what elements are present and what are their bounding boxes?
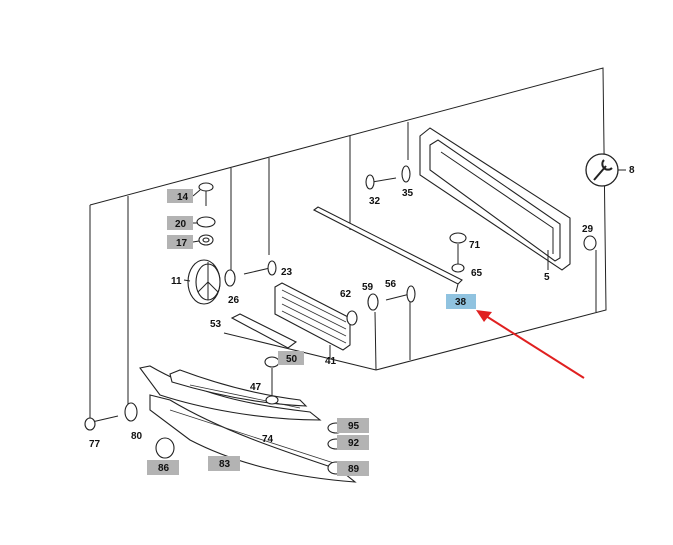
svg-text:92: 92	[348, 438, 360, 449]
callout-92[interactable]: 92	[337, 435, 369, 450]
callout-89[interactable]: 89	[337, 461, 369, 476]
callout-47[interactable]: 47	[250, 382, 262, 393]
callout-8[interactable]: 8	[629, 165, 635, 176]
callout-80[interactable]: 80	[131, 431, 143, 442]
trim-strip[interactable]	[230, 313, 298, 349]
callout-11[interactable]: 11	[171, 276, 182, 287]
svg-text:38: 38	[455, 297, 467, 308]
svg-text:83: 83	[219, 459, 231, 470]
callout-23[interactable]: 23	[281, 267, 293, 278]
callout-71[interactable]: 71	[469, 240, 481, 251]
callout-86[interactable]: 86	[147, 460, 179, 475]
svg-text:50: 50	[286, 354, 298, 365]
callout-50[interactable]: 50	[278, 351, 304, 365]
callout-17[interactable]: 17	[167, 235, 193, 249]
callout-83[interactable]: 83	[208, 456, 240, 471]
highlight-arrow	[476, 310, 585, 379]
callout-95[interactable]: 95	[337, 418, 369, 433]
callout-32[interactable]: 32	[369, 196, 381, 207]
callout-53[interactable]: 53	[210, 319, 222, 330]
callout-77[interactable]: 77	[89, 439, 101, 450]
callout-35[interactable]: 35	[402, 188, 414, 199]
callout-38[interactable]: 38	[446, 294, 476, 309]
svg-text:86: 86	[158, 463, 170, 474]
wrench-icon	[585, 153, 619, 187]
hardware-fasteners[interactable]	[84, 165, 597, 475]
svg-text:14: 14	[177, 192, 189, 203]
callout-74[interactable]: 74	[262, 434, 274, 445]
svg-text:95: 95	[348, 421, 360, 432]
leader-lines	[183, 169, 626, 282]
grille-molding-strip[interactable]	[312, 206, 463, 293]
assembly-panel-outline	[89, 67, 607, 418]
svg-text:89: 89	[348, 464, 360, 475]
callout-26[interactable]: 26	[228, 295, 240, 306]
vent-insert[interactable]	[274, 282, 351, 358]
callout-59[interactable]: 59	[362, 282, 374, 293]
callout-41[interactable]: 41	[325, 356, 337, 367]
callout-56[interactable]: 56	[385, 279, 397, 290]
callout-62[interactable]: 62	[340, 289, 352, 300]
grille-frame[interactable]	[419, 127, 571, 271]
callout-65[interactable]: 65	[471, 268, 483, 279]
callout-29[interactable]: 29	[582, 224, 594, 235]
svg-text:20: 20	[175, 219, 187, 230]
callout-5[interactable]: 5	[544, 272, 550, 283]
star-emblem[interactable]	[187, 259, 221, 305]
svg-text:17: 17	[176, 238, 188, 249]
callout-20[interactable]: 20	[167, 216, 193, 230]
callout-14[interactable]: 14	[167, 189, 193, 203]
